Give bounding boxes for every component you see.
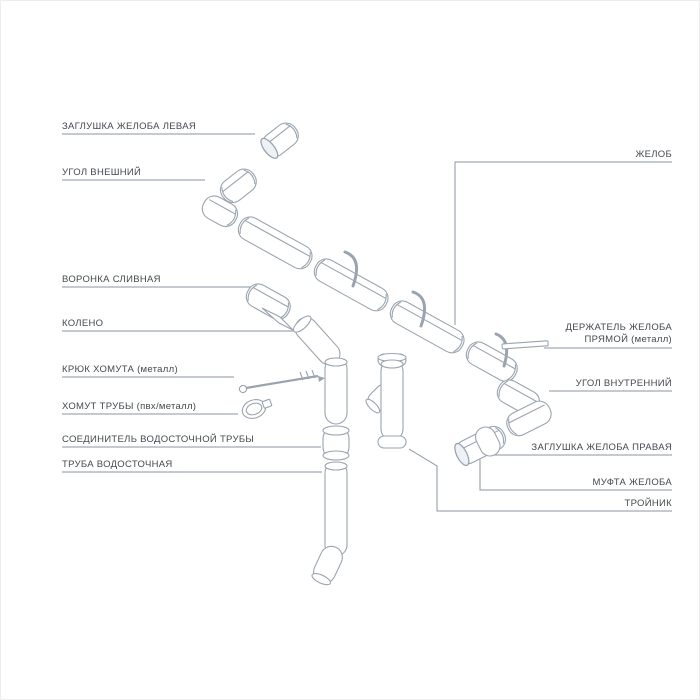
part-outlet-elbow: [311, 545, 343, 586]
part-gutter-holder-metal: [494, 332, 549, 368]
leader-tee: [408, 448, 672, 512]
label-inner-corner: УГОЛ ВНУТРЕННИЙ: [575, 378, 672, 389]
label-gutter-holder-line2: ПРЯМОЙ (металл): [584, 334, 672, 345]
label-gutter: ЖЕЛОБ: [635, 149, 672, 160]
part-gutter-end-cap-right: [454, 425, 507, 467]
label-downpipe-connector: СОЕДИНИТЕЛЬ ВОДОСТОЧНОЙ ТРУБЫ: [62, 434, 255, 445]
label-gutter-end-cap-left: ЗАГЛУШКА ЖЕЛОБА ЛЕВАЯ: [62, 121, 196, 132]
label-downpipe: ТРУБА ВОДОСТОЧНАЯ: [62, 459, 173, 470]
label-gutter-end-cap-right: ЗАГЛУШКА ЖЕЛОБА ПРАВАЯ: [531, 442, 672, 453]
part-downpipe: [324, 461, 348, 557]
part-gutter-run: [237, 216, 518, 382]
label-gutter-coupling: МУФТА ЖЕЛОБА: [592, 477, 672, 488]
part-gutter-coupling: [474, 426, 501, 457]
part-inner-corner: [496, 379, 552, 437]
part-downpipe-connector: [322, 425, 350, 461]
part-gutter-bracket-1: [343, 250, 359, 288]
label-clamp-hook-metal: КРЮК ХОМУТА (металл): [62, 364, 178, 375]
part-pipe-clamp: [241, 398, 273, 419]
label-elbow: КОЛЕНО: [62, 318, 104, 329]
parts: [201, 122, 552, 586]
label-tee: ТРОЙНИК: [624, 498, 672, 509]
part-gutter-bracket-2: [411, 290, 427, 328]
label-gutter-holder-straight: ДЕРЖАТЕЛЬ ЖЕЛОБА ПРЯМОЙ (металл): [565, 322, 672, 346]
label-gutter-holder-line1: ДЕРЖАТЕЛЬ ЖЕЛОБА: [565, 322, 672, 333]
part-clamp-hook: [238, 369, 325, 394]
part-elbow: [292, 315, 341, 366]
leader-lines: [62, 133, 672, 512]
part-outer-corner: [201, 168, 257, 228]
label-drain-funnel: ВОРОНКА СЛИВНАЯ: [62, 274, 161, 285]
leader-gutter: [454, 161, 672, 325]
part-tee: [365, 352, 407, 449]
leader-gutter-coupling: [479, 448, 672, 491]
part-gutter-end-cap-left: [260, 122, 299, 159]
part-downpipe-upper: [324, 357, 348, 425]
label-pipe-clamp: ХОМУТ ТРУБЫ (пвх/металл): [62, 401, 197, 412]
label-outer-corner: УГОЛ ВНЕШНИЙ: [62, 167, 142, 178]
part-drain-funnel: [245, 283, 294, 331]
